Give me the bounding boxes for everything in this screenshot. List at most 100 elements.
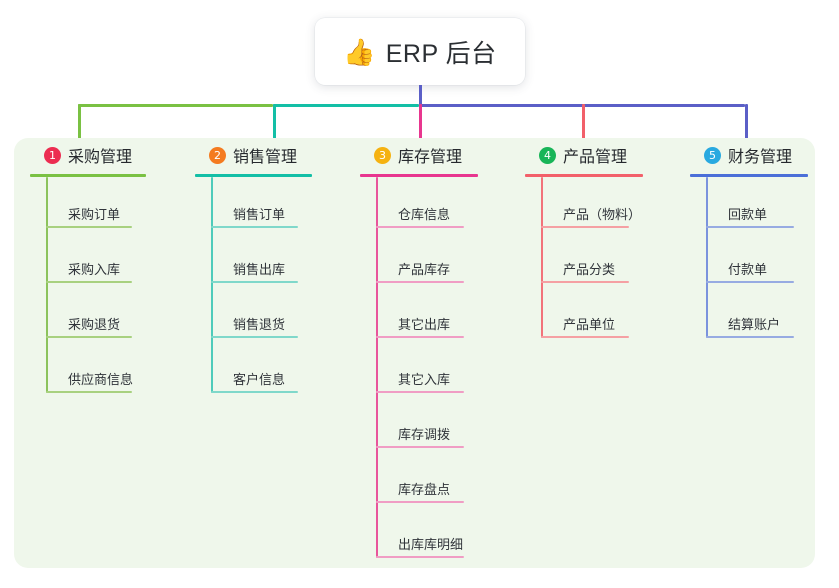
leaf-item[interactable]: 采购入库 — [30, 232, 146, 287]
leaf-underline — [46, 226, 132, 228]
leaf-spine — [46, 177, 48, 393]
branch-underline — [525, 174, 643, 177]
branch-column-product: 4 产品管理产品（物料） 产品分类产品单位 — [525, 142, 643, 342]
branch-title: 销售管理 — [233, 149, 298, 166]
root-title: ERP 后台 — [385, 39, 497, 68]
thumbs-up-icon: 👍 — [343, 36, 376, 67]
connector-drop-inventory — [419, 104, 422, 142]
leaf-label: 仓库信息 — [398, 207, 451, 222]
leaf-underline — [706, 281, 794, 283]
leaf-item[interactable]: 销售退货 — [195, 287, 312, 342]
leaf-label: 出库库明细 — [398, 537, 464, 552]
leaf-label: 其它出库 — [398, 317, 451, 332]
leaf-underline — [211, 281, 298, 283]
leaf-underline — [46, 391, 132, 393]
leaf-label: 销售出库 — [233, 262, 286, 277]
leaf-item[interactable]: 结算账户 — [690, 287, 808, 342]
branches-panel — [14, 138, 815, 568]
leaf-underline — [46, 281, 132, 283]
leaf-label: 产品（物料） — [563, 207, 642, 222]
leaf-label: 产品库存 — [398, 262, 451, 277]
leaf-underline — [376, 336, 464, 338]
leaf-list-finance: 回款单付款单结算账户 — [690, 177, 808, 342]
leaf-item[interactable]: 供应商信息 — [30, 342, 146, 397]
leaf-item[interactable]: 客户信息 — [195, 342, 312, 397]
connector-segment-teal — [273, 104, 419, 107]
leaf-label: 回款单 — [728, 207, 768, 222]
root-stem-connector — [419, 85, 422, 106]
branch-header-product[interactable]: 4 产品管理 — [525, 142, 643, 168]
branch-underline — [690, 174, 808, 177]
leaf-underline — [541, 226, 629, 228]
leaf-label: 付款单 — [728, 262, 768, 277]
connector-drop-sales — [273, 104, 276, 142]
leaf-underline — [211, 336, 298, 338]
branch-title: 产品管理 — [563, 149, 628, 166]
leaf-label: 产品分类 — [563, 262, 616, 277]
leaf-item[interactable]: 其它入库 — [360, 342, 478, 397]
root-node[interactable]: 👍 ERP 后台 — [315, 18, 525, 85]
branch-number-badge: 5 — [704, 146, 721, 164]
connector-drop-procurement — [78, 104, 81, 142]
leaf-item[interactable]: 其它出库 — [360, 287, 478, 342]
leaf-spine — [706, 177, 708, 338]
branch-title: 采购管理 — [68, 149, 133, 166]
leaf-item[interactable]: 回款单 — [690, 177, 808, 232]
leaf-item[interactable]: 销售出库 — [195, 232, 312, 287]
leaf-underline — [706, 336, 794, 338]
leaf-label: 供应商信息 — [68, 372, 134, 387]
leaf-underline — [211, 226, 298, 228]
leaf-underline — [46, 336, 132, 338]
branch-title: 财务管理 — [728, 149, 793, 166]
branch-underline — [360, 174, 478, 177]
leaf-label: 采购退货 — [68, 317, 121, 332]
leaf-spine — [211, 177, 213, 393]
leaf-list-inventory: 仓库信息产品库存其它出库其它入库库存调拨库存盘点出库库明细 — [360, 177, 478, 562]
branch-title: 库存管理 — [398, 149, 463, 166]
leaf-underline — [376, 281, 464, 283]
leaf-label: 客户信息 — [233, 372, 286, 387]
leaf-item[interactable]: 采购退货 — [30, 287, 146, 342]
leaf-underline — [541, 281, 629, 283]
leaf-item[interactable]: 库存调拨 — [360, 397, 478, 452]
leaf-item[interactable]: 付款单 — [690, 232, 808, 287]
leaf-item[interactable]: 产品（物料） — [525, 177, 643, 232]
leaf-label: 结算账户 — [728, 317, 781, 332]
leaf-list-procurement: 采购订单采购入库采购退货供应商信息 — [30, 177, 146, 397]
leaf-item[interactable]: 产品库存 — [360, 232, 478, 287]
connector-drop-finance — [745, 104, 748, 142]
leaf-item[interactable]: 出库库明细 — [360, 507, 478, 562]
leaf-underline — [376, 391, 464, 393]
leaf-list-sales: 销售订单销售出库销售退货客户信息 — [195, 177, 312, 397]
connector-segment-green — [78, 104, 273, 107]
connector-drop-product — [582, 104, 585, 142]
branch-column-sales: 2 销售管理销售订单销售出库销售退货客户信息 — [195, 142, 312, 397]
leaf-label: 采购入库 — [68, 262, 121, 277]
branch-underline — [195, 174, 312, 177]
leaf-underline — [376, 446, 464, 448]
leaf-underline — [211, 391, 298, 393]
branch-header-finance[interactable]: 5 财务管理 — [690, 142, 808, 168]
branch-number-badge: 4 — [539, 146, 556, 164]
leaf-spine — [376, 177, 378, 558]
leaf-underline — [706, 226, 794, 228]
leaf-item[interactable]: 产品分类 — [525, 232, 643, 287]
leaf-label: 采购订单 — [68, 207, 121, 222]
branch-column-finance: 5 财务管理回款单付款单结算账户 — [690, 142, 808, 342]
branch-underline — [30, 174, 146, 177]
leaf-item[interactable]: 销售订单 — [195, 177, 312, 232]
leaf-item[interactable]: 产品单位 — [525, 287, 643, 342]
branch-number-badge: 2 — [209, 146, 226, 164]
leaf-item[interactable]: 库存盘点 — [360, 452, 478, 507]
leaf-item[interactable]: 仓库信息 — [360, 177, 478, 232]
leaf-item[interactable]: 采购订单 — [30, 177, 146, 232]
leaf-underline — [541, 336, 629, 338]
branch-header-sales[interactable]: 2 销售管理 — [195, 142, 312, 168]
leaf-label: 库存调拨 — [398, 427, 451, 442]
leaf-label: 销售退货 — [233, 317, 286, 332]
